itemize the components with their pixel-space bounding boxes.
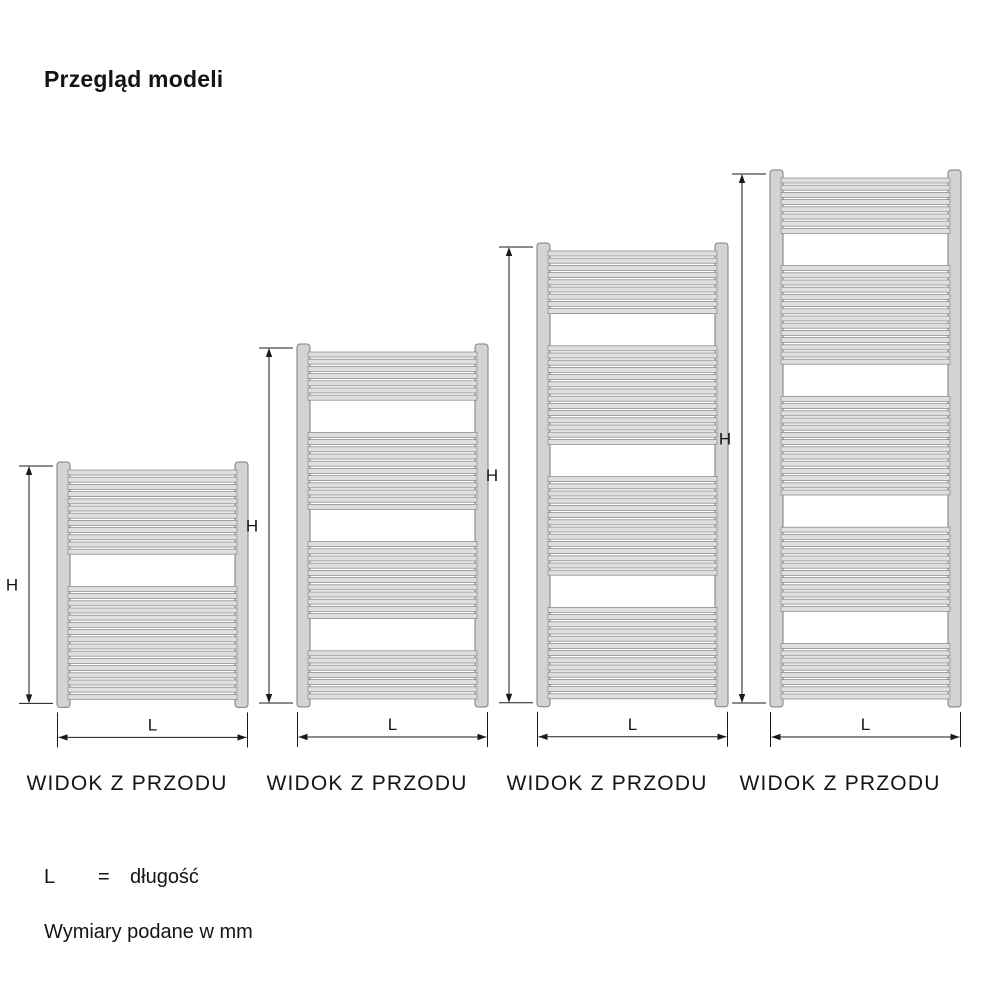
length-dimension: L <box>770 712 961 747</box>
height-dimension: H <box>486 246 534 704</box>
radiator-body <box>536 242 729 708</box>
legend-equals: = <box>98 866 110 888</box>
length-dimension-label: L <box>628 715 637 734</box>
radiator-size-2: HL <box>246 343 489 747</box>
view-label-4: WIDOK Z PRZODU <box>739 772 941 795</box>
view-label-3: WIDOK Z PRZODU <box>506 772 708 795</box>
radiator-body <box>296 343 489 708</box>
length-legend: L = długość <box>0 866 1000 894</box>
legend-symbol: L <box>44 866 56 888</box>
length-dimension: L <box>57 711 248 747</box>
height-dimension: H <box>6 465 54 704</box>
radiator-size-1: HL <box>6 461 249 747</box>
height-dimension: H <box>719 173 766 704</box>
height-dimension-label: H <box>719 430 731 449</box>
length-dimension-label: L <box>148 715 157 734</box>
radiator-size-4: HL <box>719 169 962 747</box>
height-dimension-label: H <box>6 575 18 594</box>
length-dimension-label: L <box>388 715 397 734</box>
length-dimension: L <box>297 712 488 747</box>
view-label-1: WIDOK Z PRZODU <box>26 772 228 795</box>
length-dimension-label: L <box>861 715 870 734</box>
legend-meaning: długość <box>130 866 199 888</box>
radiator-body <box>769 169 962 708</box>
length-dimension: L <box>537 711 728 747</box>
height-dimension: H <box>246 347 293 704</box>
view-label-2: WIDOK Z PRZODU <box>266 772 468 795</box>
height-dimension-label: H <box>246 517 258 536</box>
radiator-body <box>56 461 249 708</box>
units-note: Wymiary podane w mm <box>44 921 253 943</box>
radiator-size-3: HL <box>486 242 729 747</box>
height-dimension-label: H <box>486 466 498 485</box>
page-title: Przegląd modeli <box>44 66 224 92</box>
